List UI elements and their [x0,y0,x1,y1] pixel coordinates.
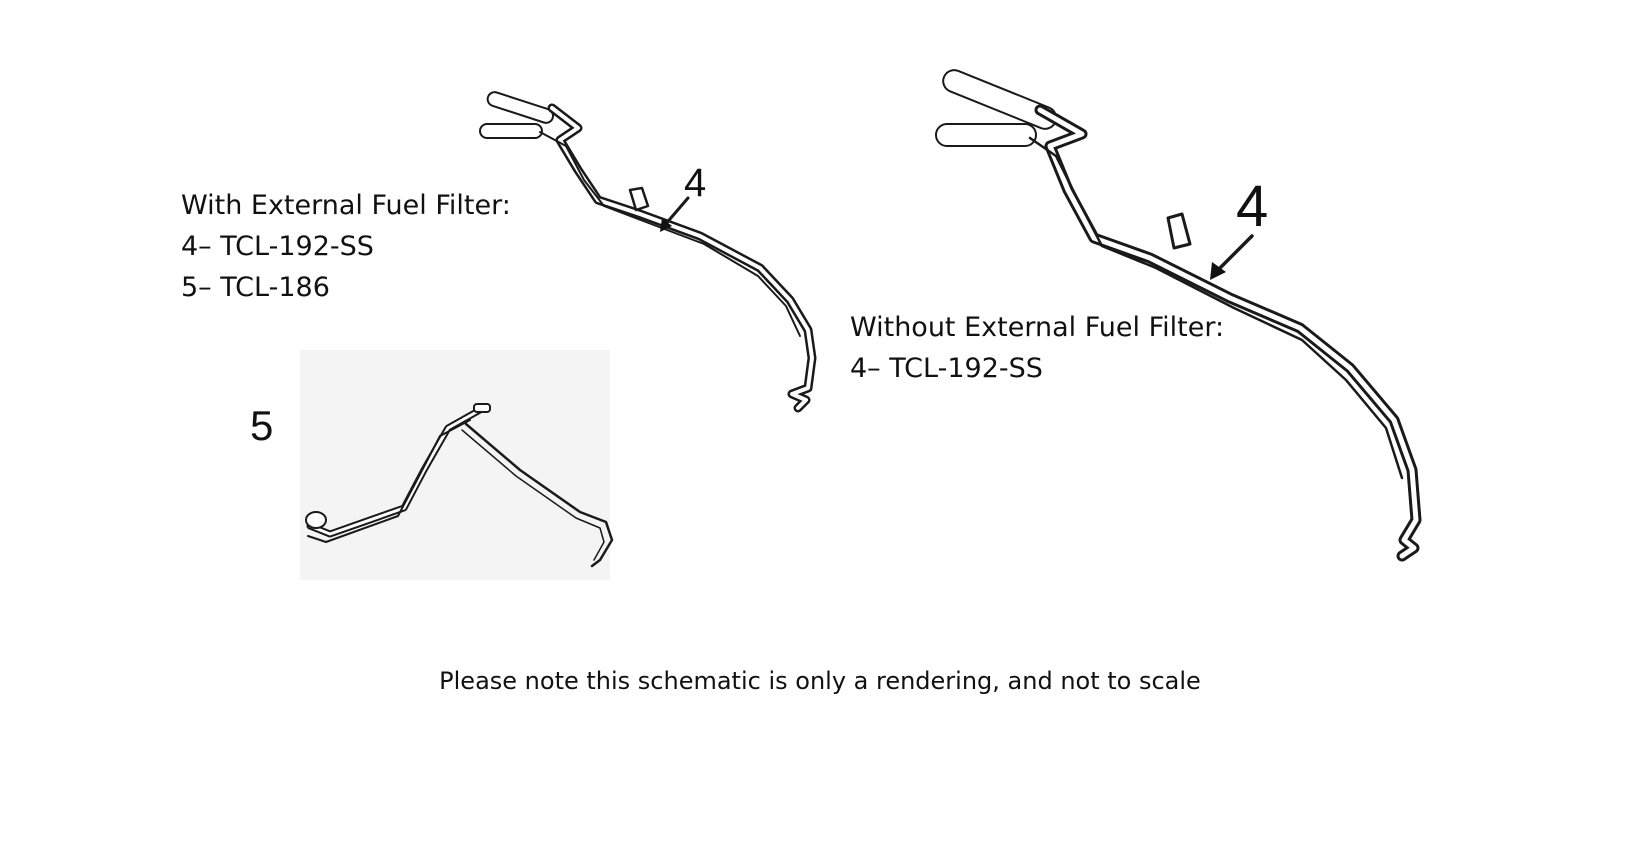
tube-left-inner [550,106,814,410]
hose-end-left-upper [486,91,555,124]
hose-end-right-lower [935,123,1037,147]
callout-inset: 5 [250,402,273,449]
tube-inset-parallel [307,419,471,543]
with-filter-line-2: 5– TCL-186 [181,272,330,303]
inset-end-cap [473,403,491,413]
fuel-line-left-drawing [479,91,817,413]
arrow-right-head [1210,262,1226,280]
arrow-right [1214,234,1254,274]
tube-right-parallel [1028,136,1404,480]
tube-left-parallel [539,131,801,337]
fuel-line-inset-drawing [305,403,614,568]
scale-note: Please note this schematic is only a ren… [439,667,1201,695]
bracket-right [1166,212,1192,250]
callout-left-line: 4 [684,161,706,205]
without-filter-block: Without External Fuel Filter: 4– TCL-192… [850,307,1224,389]
hose-end-left-lower [479,123,543,139]
without-filter-heading: Without External Fuel Filter: [850,312,1225,343]
arrow-left-head [660,218,672,232]
hose-end-right-upper [942,69,1058,130]
with-filter-line-1: 4– TCL-192-SS [181,231,374,262]
with-filter-heading: With External Fuel Filter: [181,190,511,221]
tube-inset-branch-inner [461,429,605,561]
arrow-left [662,196,690,228]
inset-background [300,350,610,580]
without-filter-line-1: 4– TCL-192-SS [850,353,1043,384]
callout-right-line: 4 [1236,174,1268,239]
bracket-left [628,186,650,212]
fuel-line-right-drawing [935,69,1422,562]
tube-right-inner [1037,107,1419,559]
tube-inset-branch [464,422,614,568]
with-filter-block: With External Fuel Filter: 4– TCL-192-SS… [181,185,511,308]
inset-end-loop [305,511,327,529]
